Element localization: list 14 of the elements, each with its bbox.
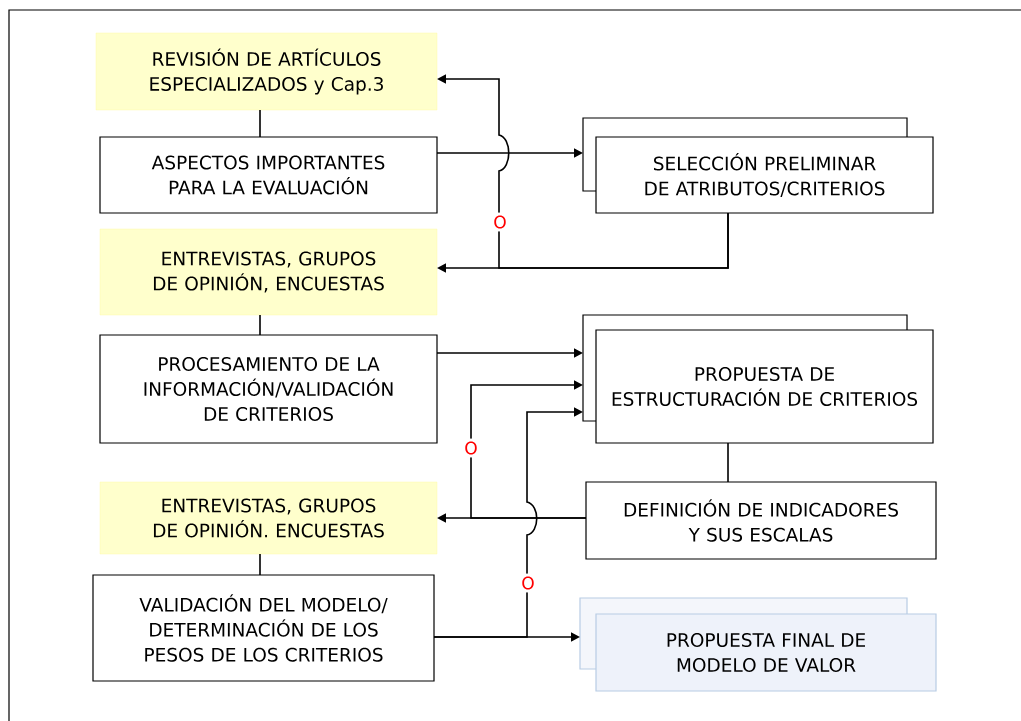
note-box: REVISIÓN DE ARTÍCULOS ESPECIALIZADOS y Cap.3 (95, 32, 438, 111)
process-box: DEFINICIÓN DE INDICADORES Y SUS ESCALAS (585, 481, 937, 560)
process-box: ASPECTOS IMPORTANTES PARA LA EVALUACIÓN (99, 136, 438, 214)
process-box: VALIDACIÓN DEL MODELO/ DETERMINACIÓN DE LOS PESOS DE LOS CRITERIOS (92, 574, 435, 682)
edge-label: O (490, 212, 510, 232)
edge-label: O (461, 438, 481, 458)
edge-label: O (518, 573, 538, 593)
stacked-box: PROPUESTA DE ESTRUCTURACIÓN DE CRITERIOS (582, 314, 934, 444)
process-box: PROCESAMIENTO DE LA INFORMACIÓN/VALIDACIÓN DE CRITERIOS (99, 334, 438, 444)
arrow (470, 380, 587, 519)
note-box: ENTREVISTAS, GRUPOS DE OPINIÓN, ENCUESTAS (99, 228, 438, 316)
stacked-box: PROPUESTA FINAL DE MODELO DE VALOR (579, 597, 937, 692)
stacked-box: SELECCIÓN PRELIMINAR DE ATRIBUTOS/CRITERIOS (582, 117, 934, 214)
note-box: ENTREVISTAS, GRUPOS DE OPINIÓN. ENCUESTAS (99, 481, 438, 555)
